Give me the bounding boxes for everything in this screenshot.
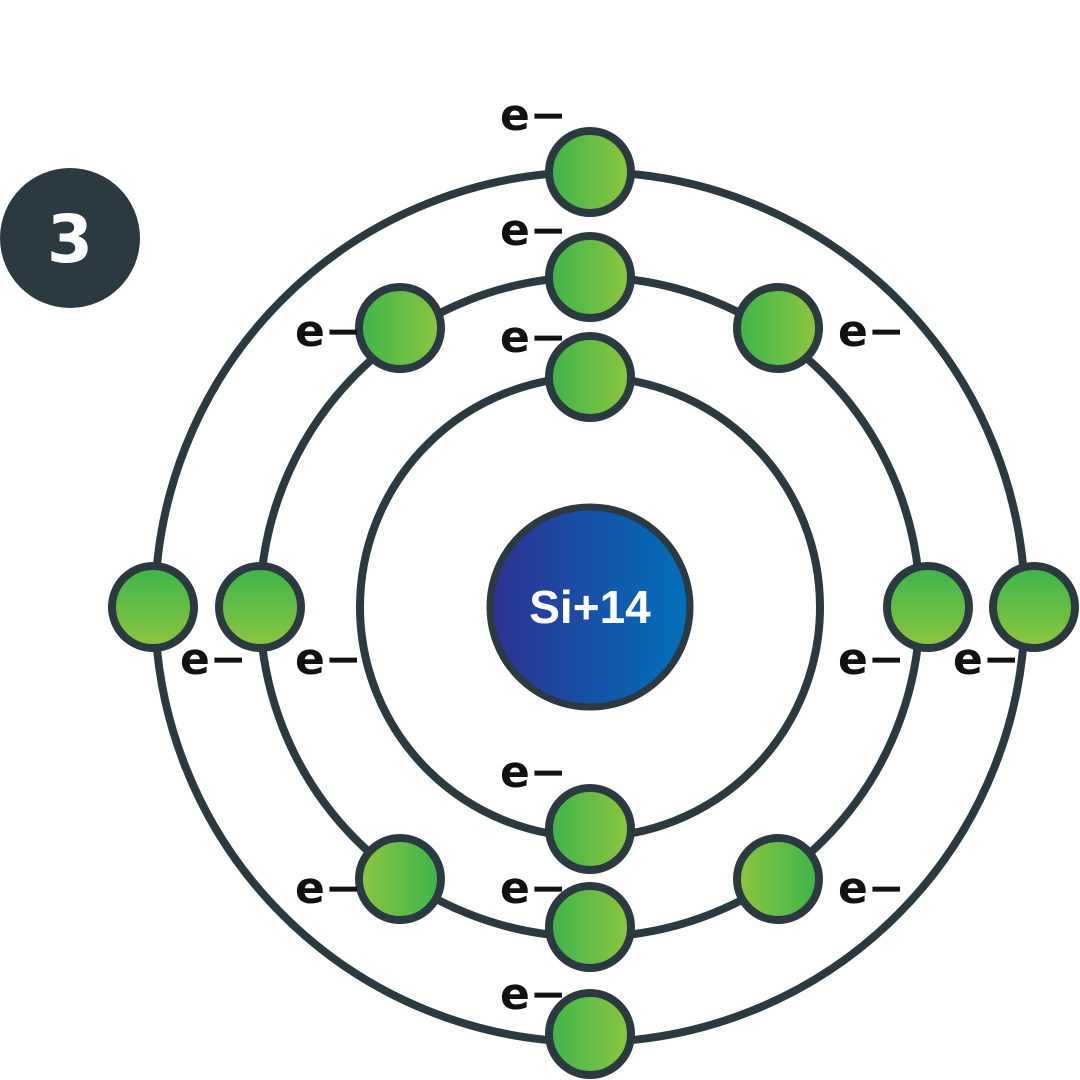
electron-label: e− — [500, 90, 567, 141]
electron — [545, 332, 635, 422]
nucleus: Si+14 — [486, 503, 694, 711]
electron — [545, 784, 635, 874]
electron — [108, 562, 198, 652]
electron-label: e− — [500, 312, 567, 363]
electron — [883, 562, 973, 652]
electron-label: e− — [500, 747, 567, 798]
electron-label: e− — [838, 863, 905, 914]
electron — [545, 989, 635, 1079]
step-badge: 3 — [0, 168, 140, 308]
electron — [355, 834, 445, 924]
electron — [989, 562, 1079, 652]
electron-label: e− — [295, 634, 362, 685]
electron-label: e− — [295, 863, 362, 914]
electron-label: e− — [295, 306, 362, 357]
step-number: 3 — [47, 201, 93, 278]
electron — [733, 834, 823, 924]
electron — [215, 562, 305, 652]
electron — [545, 232, 635, 322]
nucleus-label: Si+14 — [529, 581, 651, 633]
electron — [545, 882, 635, 972]
electron — [355, 283, 445, 373]
electron-label: e− — [838, 306, 905, 357]
electron-label: e− — [953, 634, 1020, 685]
electron — [545, 127, 635, 217]
electron-label: e− — [180, 634, 247, 685]
electron-label: e− — [500, 205, 567, 256]
electron-label: e− — [500, 863, 567, 914]
electron-label: e− — [838, 634, 905, 685]
electron-label: e− — [500, 969, 567, 1020]
electron — [733, 283, 823, 373]
